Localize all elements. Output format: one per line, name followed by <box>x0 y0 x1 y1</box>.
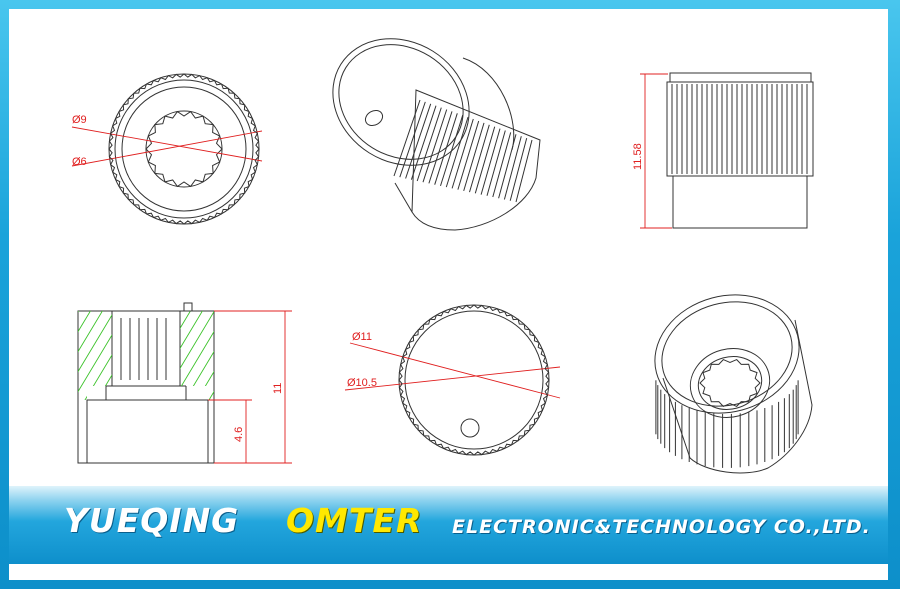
bottom-view: Ø11 Ø10.5 <box>344 304 561 456</box>
section-hatch <box>0 305 58 405</box>
knurl-rib <box>469 124 490 193</box>
section-hatch <box>78 311 107 400</box>
section-hatch <box>218 305 278 405</box>
knurl-rib <box>393 99 421 177</box>
section-hatch <box>180 311 195 400</box>
dim-label-height: 11.58 <box>632 143 644 170</box>
bottom-hole <box>460 418 480 438</box>
section-hatch <box>50 305 110 405</box>
section-hatch <box>398 305 458 405</box>
section-hatch <box>214 305 274 405</box>
dim-label-d9: Ø9 <box>72 114 87 126</box>
section-view: 11 4.6 <box>0 302 458 464</box>
section-hatch <box>374 305 434 405</box>
section-hatch <box>362 305 422 405</box>
section-hatch <box>190 305 250 405</box>
knurl-rib <box>474 126 496 194</box>
section-hatch <box>93 311 112 400</box>
section-hatch <box>78 311 95 400</box>
brand-name-first: YUEQING <box>64 501 240 540</box>
knurl-rib <box>503 136 522 200</box>
section-hatch <box>326 305 386 405</box>
section-hatch <box>0 305 22 405</box>
section-hatch <box>193 311 214 400</box>
knurl-rib <box>463 122 485 192</box>
dim-line-d9 <box>71 126 263 162</box>
section-hatch <box>78 311 83 400</box>
section-hatch <box>142 305 202 405</box>
knurl-rib <box>509 137 528 201</box>
dim-line-d10-5 <box>344 366 561 391</box>
knurl-rib <box>405 103 432 179</box>
section-hatch <box>154 305 214 405</box>
section-hatch <box>278 305 338 405</box>
section-hatch <box>202 305 262 405</box>
spline-bore <box>145 110 223 188</box>
section-hatch <box>166 305 226 405</box>
dim-line-d11 <box>349 342 561 399</box>
spline-bore <box>699 359 761 407</box>
section-hatch <box>62 305 122 405</box>
section-hatch <box>180 311 207 400</box>
knurl-rib <box>445 116 469 188</box>
top-view: Ø9 Ø6 <box>71 73 263 225</box>
section-hatch <box>302 305 362 405</box>
section-hatch <box>98 305 158 405</box>
knurl-rib <box>410 105 437 180</box>
section-hatch <box>180 311 214 400</box>
company-tagline: ELECTRONIC&TECHNOLOGY CO.,LTD. <box>452 516 871 538</box>
isometric-view-bottom <box>654 294 813 474</box>
section-hatch <box>262 305 322 405</box>
company-banner <box>9 486 888 564</box>
pointer-hole <box>364 109 384 127</box>
section-hatch <box>290 305 350 405</box>
isometric-view-top <box>332 38 541 231</box>
section-hatch <box>0 305 10 405</box>
knurl-rib <box>399 101 426 178</box>
dim-label-11: 11 <box>272 383 284 394</box>
knurl-rib <box>457 120 480 190</box>
dim-label-4-6: 4.6 <box>233 427 245 442</box>
brand-name-second: OMTER <box>286 501 423 540</box>
section-hatch <box>0 305 46 405</box>
knurl-rib <box>422 109 448 183</box>
section-hatch <box>238 305 298 405</box>
section-hatch <box>78 311 112 400</box>
knurl-rib <box>434 113 458 185</box>
knurl-rib <box>416 107 442 182</box>
dim-label-d10-5: Ø10.5 <box>347 377 377 389</box>
section-hatch <box>180 311 183 400</box>
dim-line-d6 <box>71 130 263 167</box>
section-hatch <box>86 305 146 405</box>
section-hatch <box>254 305 314 405</box>
section-hatch <box>181 311 214 400</box>
knurl-rib <box>492 132 512 198</box>
section-hatch <box>0 305 34 405</box>
knurl-rib <box>515 139 533 203</box>
section-hatch <box>178 305 238 405</box>
section-hatch <box>110 305 170 405</box>
dim-label-d11: Ø11 <box>352 331 372 343</box>
side-view: 11.58 <box>632 72 814 229</box>
section-hatch <box>10 305 70 405</box>
section-hatch <box>180 311 214 400</box>
section-hatch <box>74 305 134 405</box>
section-hatch <box>286 305 346 405</box>
knurl-rib <box>451 118 474 189</box>
knurl-edge <box>108 73 260 225</box>
knurl-rib <box>486 130 506 196</box>
section-hatch <box>205 311 214 400</box>
dim-label-d6: Ø6 <box>72 156 87 168</box>
section-hatch <box>314 305 374 405</box>
section-hatch <box>78 311 112 400</box>
knurl-rib <box>480 128 501 195</box>
knurl-edge <box>398 304 550 456</box>
knurl-rib <box>428 111 453 184</box>
